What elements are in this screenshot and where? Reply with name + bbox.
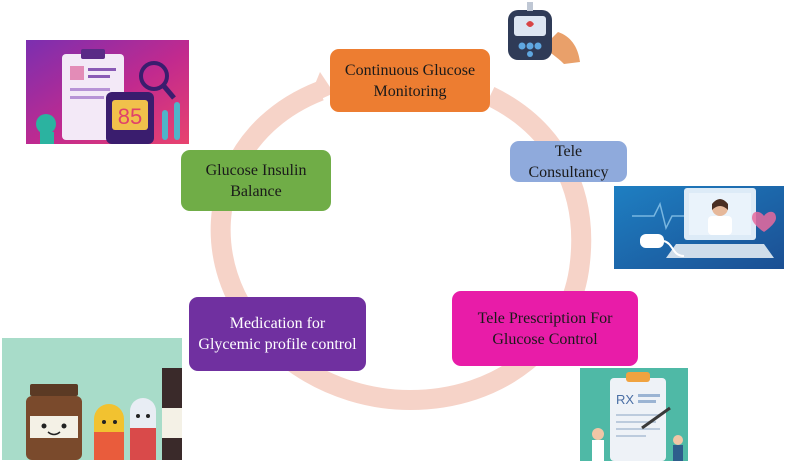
prescription-clipboard-illustration: RX <box>580 368 688 461</box>
glucose-meter-illustration: 85 <box>26 40 189 144</box>
prescription-rx: RX <box>616 392 634 407</box>
step-label-line2: Monitoring <box>373 82 447 100</box>
step-label-line2: Balance <box>230 182 282 200</box>
medication-characters-illustration <box>2 338 182 460</box>
hand-glucometer-illustration <box>500 2 585 68</box>
telehealth-laptop-illustration <box>614 186 784 269</box>
step-label-line1: Continuous Glucose <box>344 61 476 79</box>
cycle-arrowhead <box>306 72 334 106</box>
step-label-line2: Glucose Control <box>492 330 598 348</box>
step-label-line1: Medication for <box>229 315 326 332</box>
step-tele-consultancy: Tele Consultancy <box>510 141 627 182</box>
step-label-line1: Glucose Insulin <box>205 161 307 179</box>
step-label-line1: Tele Consultancy <box>528 142 609 181</box>
glucose-reading: 85 <box>118 104 142 129</box>
step-label-line2: Glycemic profile control <box>198 336 357 353</box>
step-label-line1: Tele Prescription For <box>477 309 613 327</box>
